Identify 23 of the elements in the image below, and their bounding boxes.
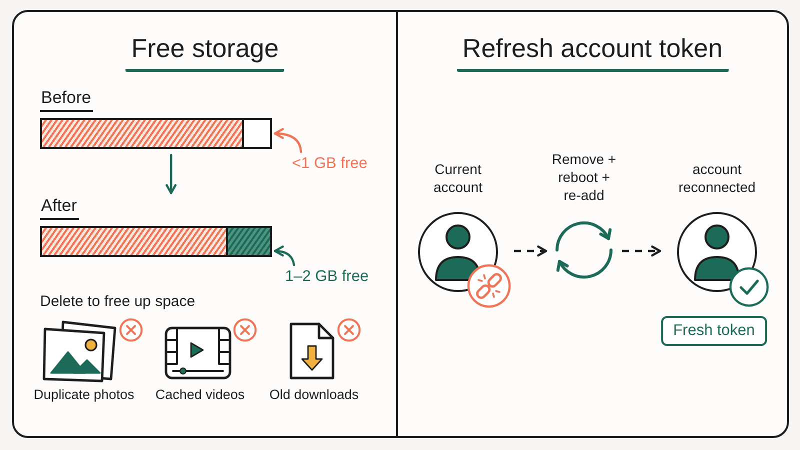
status-tag: Fresh token bbox=[661, 316, 767, 346]
panel bbox=[12, 10, 398, 438]
step-label: Remove + reboot + re-add bbox=[550, 150, 618, 204]
freed-space-segment bbox=[226, 228, 270, 255]
step-label: account reconnected bbox=[677, 160, 757, 196]
bar-heading: Before bbox=[40, 88, 94, 112]
down-arrow bbox=[166, 154, 177, 194]
annotation-text: 1–2 GB free bbox=[285, 267, 369, 286]
step-label: Current account bbox=[432, 160, 484, 196]
bar-heading: After bbox=[40, 196, 79, 220]
item-caption: Old downloads bbox=[269, 387, 359, 404]
panel-title: Refresh account token bbox=[456, 32, 729, 72]
leader-arrow bbox=[274, 128, 302, 154]
panel bbox=[396, 10, 789, 438]
item-caption: Cached videos bbox=[155, 387, 245, 404]
dashed-arrow bbox=[622, 246, 662, 256]
free-space-segment bbox=[242, 120, 270, 147]
annotation-text: <1 GB free bbox=[292, 154, 368, 173]
leader-arrow bbox=[274, 246, 296, 266]
section-note: Delete to free up space bbox=[40, 293, 196, 311]
dashed-arrow bbox=[514, 246, 548, 256]
item-caption: Duplicate photos bbox=[34, 387, 134, 404]
panel-title: Free storage bbox=[125, 32, 285, 72]
